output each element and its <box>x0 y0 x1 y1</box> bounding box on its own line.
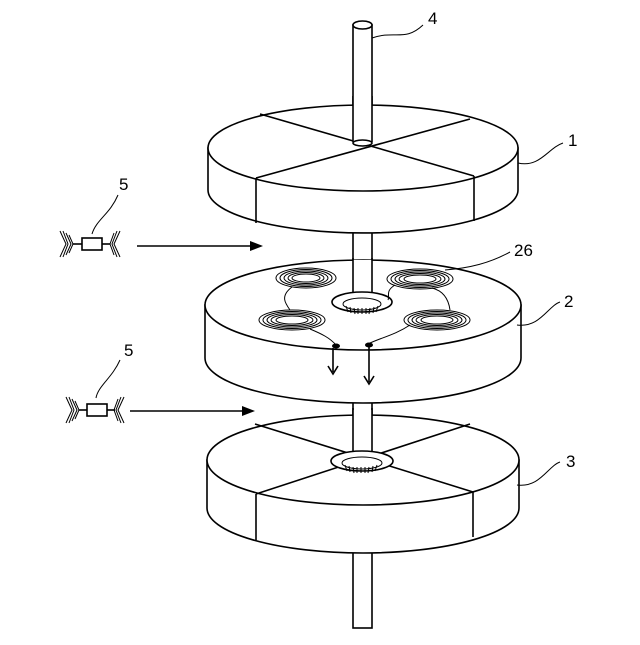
lower-disk <box>207 408 519 553</box>
arrow-upper <box>137 241 263 251</box>
middle-disk <box>205 258 521 403</box>
label-middle-disk: 2 <box>564 292 573 311</box>
sensor-upper <box>60 231 120 257</box>
label-sensor-lower: 5 <box>124 341 133 360</box>
arrow-lower <box>130 406 255 416</box>
sensor-lower <box>66 397 124 423</box>
upper-disk <box>208 96 518 233</box>
label-lower-disk: 3 <box>566 452 575 471</box>
label-sensor-upper: 5 <box>119 175 128 194</box>
label-coil: 26 <box>514 241 533 260</box>
label-upper-disk: 1 <box>568 131 577 150</box>
label-shaft: 4 <box>428 9 437 28</box>
